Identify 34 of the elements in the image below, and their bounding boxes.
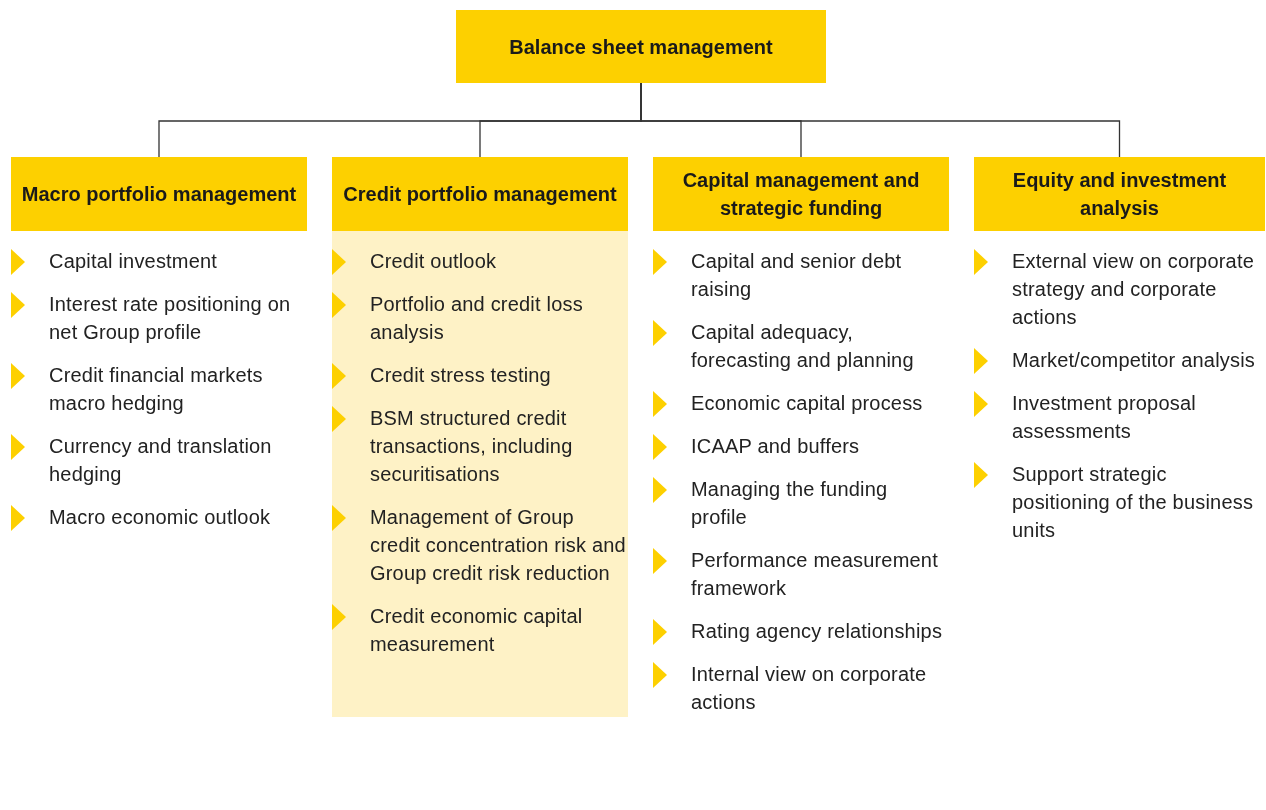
list-item-text: ICAAP and buffers	[691, 434, 861, 459]
root-box	[456, 10, 826, 83]
list-item-text: Portfolio and credit loss analysis	[370, 292, 584, 345]
list-item-text: Rating agency relationships	[691, 619, 944, 644]
box-title: Capital management and strategic funding	[681, 168, 921, 221]
list-item-text: Credit stress testing	[370, 363, 552, 388]
list-item-text: Credit economic capital measurement	[370, 604, 584, 657]
list-item-text: External view on corporate strategy and corporate actions	[1012, 249, 1255, 330]
list-item-text: Support strategic positioning of the business units	[1012, 462, 1255, 543]
list-item-text: Performance measurement framework	[691, 548, 939, 601]
box-title: Macro portfolio management	[21, 182, 297, 207]
list-item-text: Economic capital process	[691, 391, 924, 416]
list-item-text: Management of Group credit concentration risk and Group credit risk reduction	[370, 505, 626, 586]
list-item-text: Interest rate positioning on net Group profile	[49, 292, 292, 345]
category-box	[974, 157, 1265, 231]
box-title: Credit portfolio management	[343, 182, 617, 207]
list-item-text: Credit financial markets macro hedging	[49, 363, 264, 416]
box-title: Balance sheet management	[509, 34, 773, 60]
box-title: Equity and investment analysis	[1011, 168, 1228, 221]
list-item-text: Internal view on corporate actions	[691, 662, 928, 715]
list-item-text: Macro economic outlook	[49, 505, 272, 530]
list-item-text: Capital adequacy, forecasting and planning	[691, 320, 915, 373]
connector-line	[640, 82, 1121, 158]
category-box	[11, 157, 307, 231]
list-item-text: Currency and translation hedging	[49, 434, 273, 487]
list-item-text: Market/competitor analysis	[1012, 348, 1257, 373]
category-box	[653, 157, 949, 231]
category-box	[332, 157, 628, 231]
list-item-text: Credit outlook	[370, 249, 498, 274]
list-item-text: Capital and senior debt raising	[691, 249, 903, 302]
list-item-text: Investment proposal assessments	[1012, 391, 1197, 444]
list-item-text: Capital investment	[49, 249, 219, 274]
list-item-text: Managing the funding profile	[691, 477, 889, 530]
list-item-text: BSM structured credit transactions, including securitisations	[370, 406, 574, 487]
